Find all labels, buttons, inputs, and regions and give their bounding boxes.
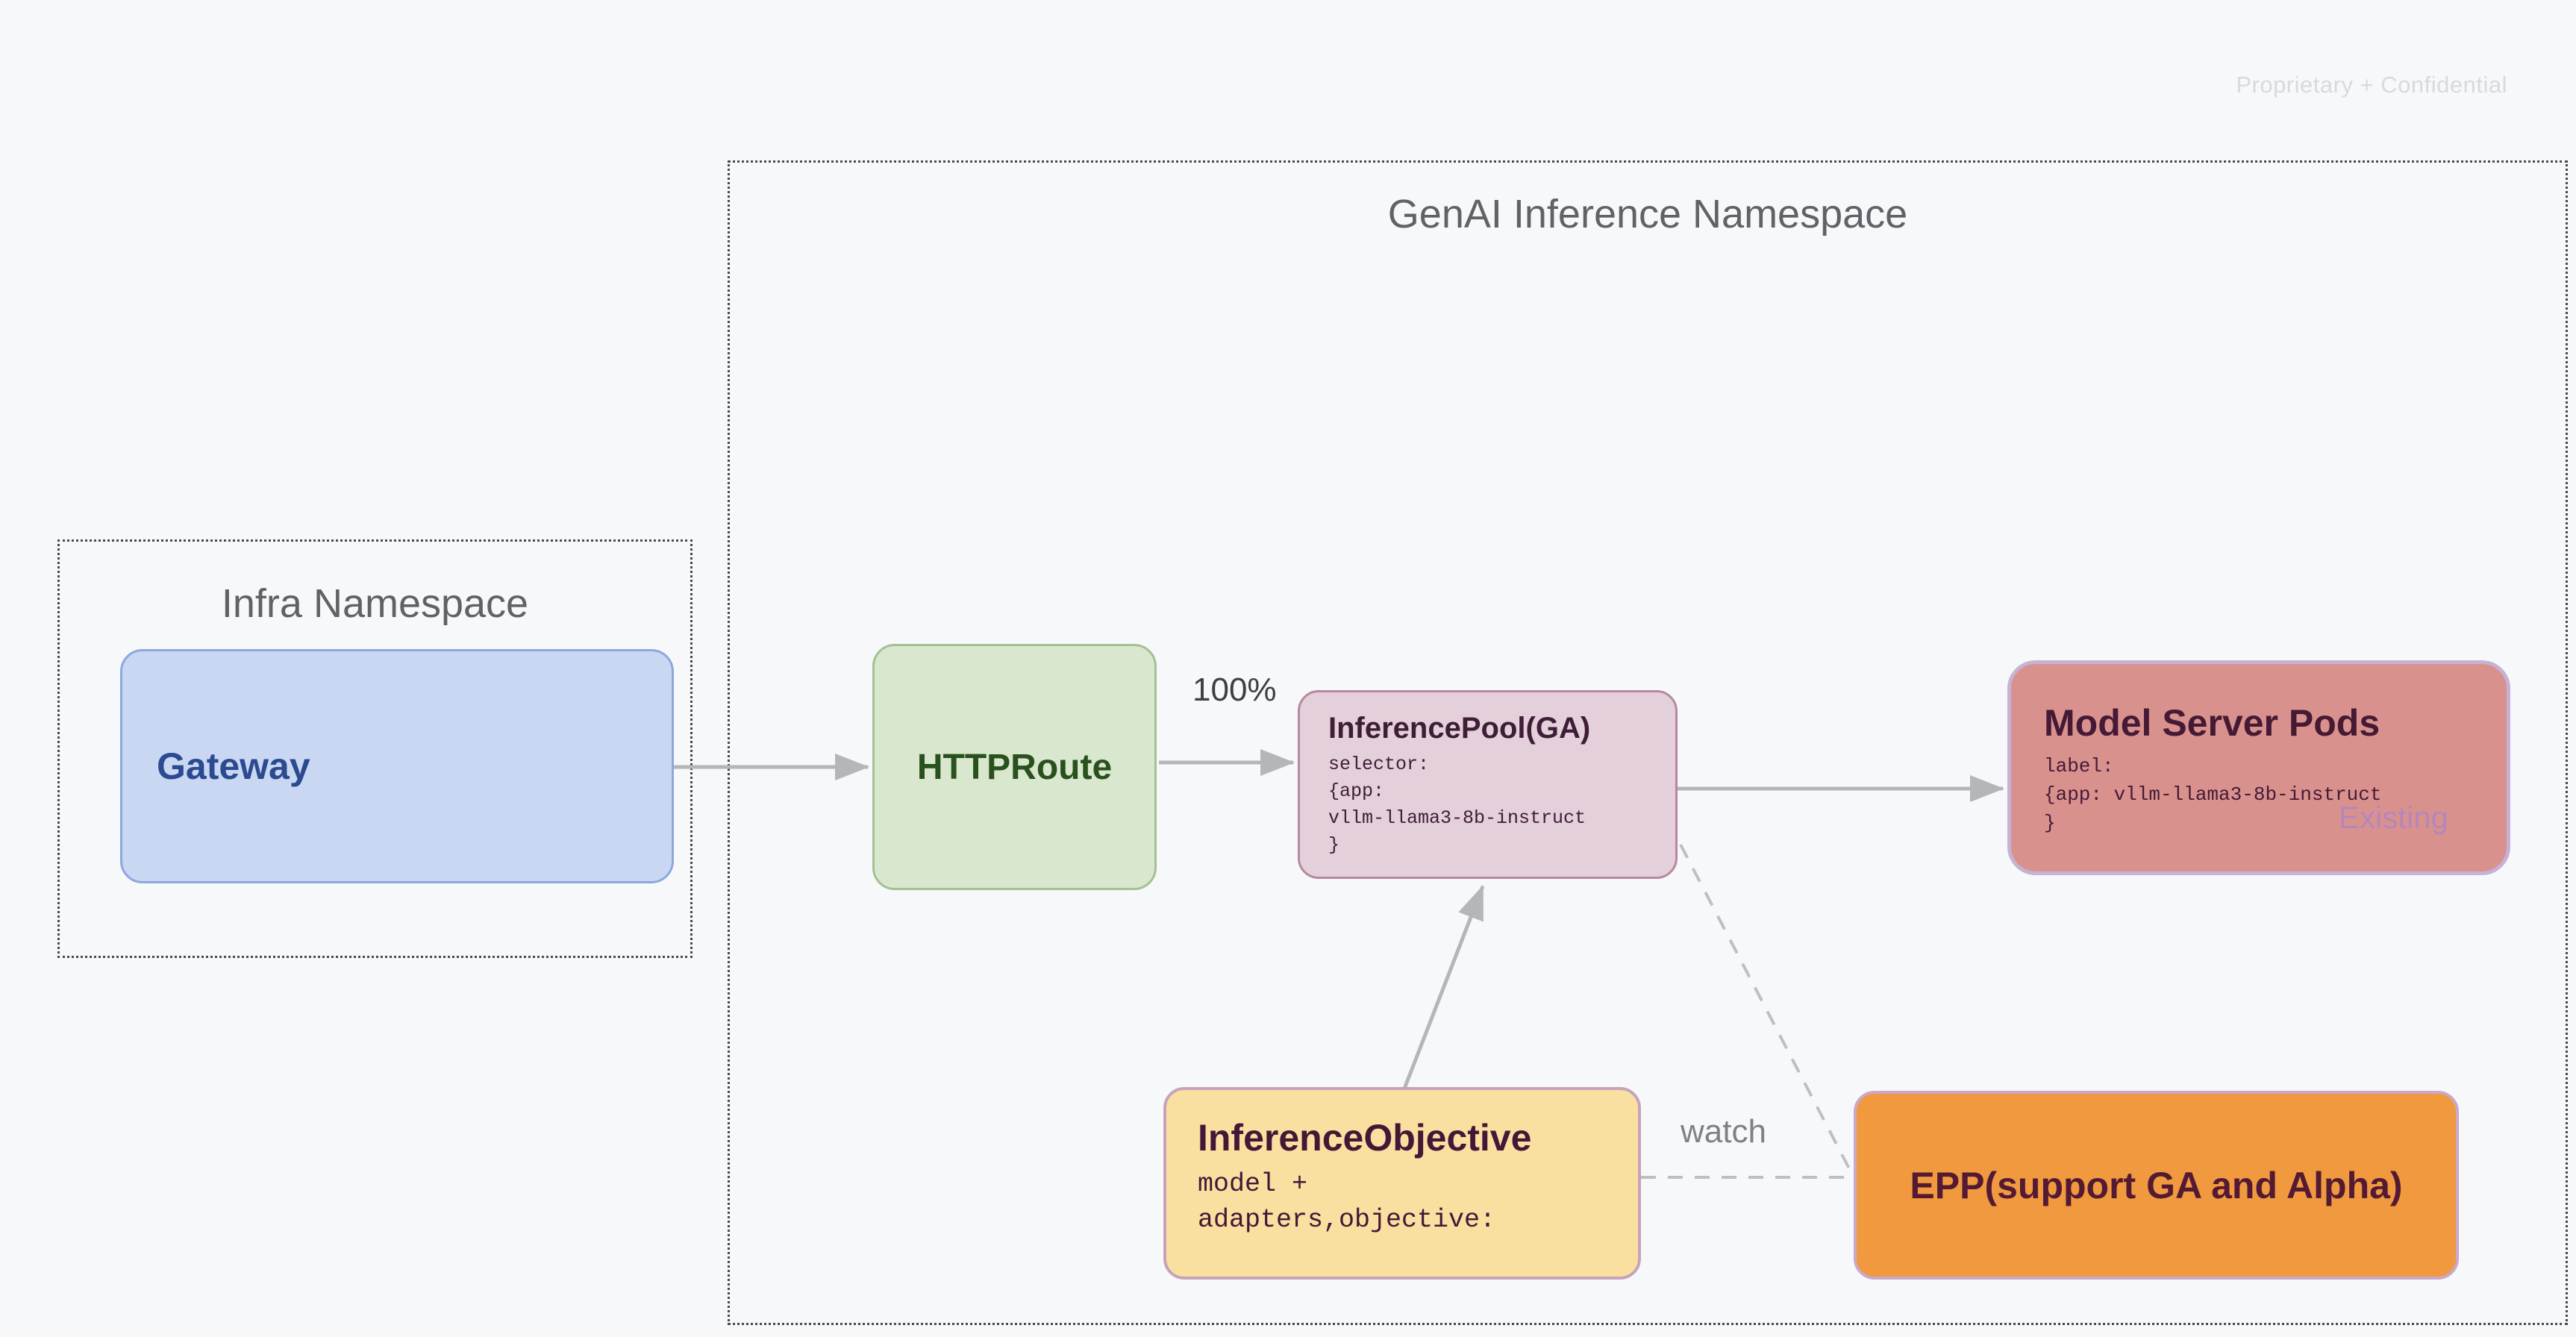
inference-pool-node: InferencePool(GA) selector: {app: vllm-l… [1298, 690, 1678, 879]
gateway-label: Gateway [157, 745, 310, 787]
gateway-node: Gateway [120, 649, 674, 883]
model-server-pods-label-code: label: {app: vllm-llama3-8b-instruct } [2044, 752, 2492, 837]
traffic-split-label: 100% [1192, 671, 1277, 708]
confidentiality-watermark: Proprietary + Confidential [2236, 72, 2507, 98]
code-line: } [1328, 834, 1340, 856]
genai-inference-namespace-box: GenAI Inference Namespace [728, 160, 2568, 1325]
code-line: model + [1198, 1169, 1308, 1199]
code-line: adapters,objective: [1198, 1205, 1496, 1235]
code-line: vllm-llama3-8b-instruct [1328, 807, 1586, 829]
code-line: } [2044, 812, 2056, 834]
model-server-pods-title: Model Server Pods [2044, 702, 2380, 744]
inference-pool-title: InferencePool(GA) [1328, 712, 1591, 745]
inference-objective-code: model + adapters,objective: [1198, 1166, 1623, 1238]
httproute-label: HTTPRoute [916, 747, 1113, 787]
code-line: selector: [1328, 754, 1430, 775]
watch-label: watch [1681, 1113, 1766, 1150]
inference-pool-selector-code: selector: {app: vllm-llama3-8b-instruct … [1328, 751, 1660, 859]
inference-objective-title: InferenceObjective [1198, 1117, 1532, 1159]
genai-namespace-title: GenAI Inference Namespace [1387, 192, 1908, 237]
code-line: label: [2044, 755, 2114, 777]
inference-objective-node: InferenceObjective model + adapters,obje… [1163, 1087, 1641, 1280]
existing-status-tag: Existing [2338, 800, 2448, 835]
infra-namespace-title: Infra Namespace [221, 581, 529, 626]
epp-node: EPP(support GA and Alpha) [1854, 1091, 2459, 1280]
infra-namespace-box: Infra Namespace [57, 539, 693, 958]
epp-label: EPP(support GA and Alpha) [1910, 1164, 2403, 1206]
code-line: {app: [1328, 780, 1385, 802]
model-server-pods-node: Model Server Pods label: {app: vllm-llam… [2007, 660, 2510, 875]
httproute-node: HTTPRoute [872, 644, 1157, 890]
code-line: {app: vllm-llama3-8b-instruct [2044, 783, 2382, 806]
